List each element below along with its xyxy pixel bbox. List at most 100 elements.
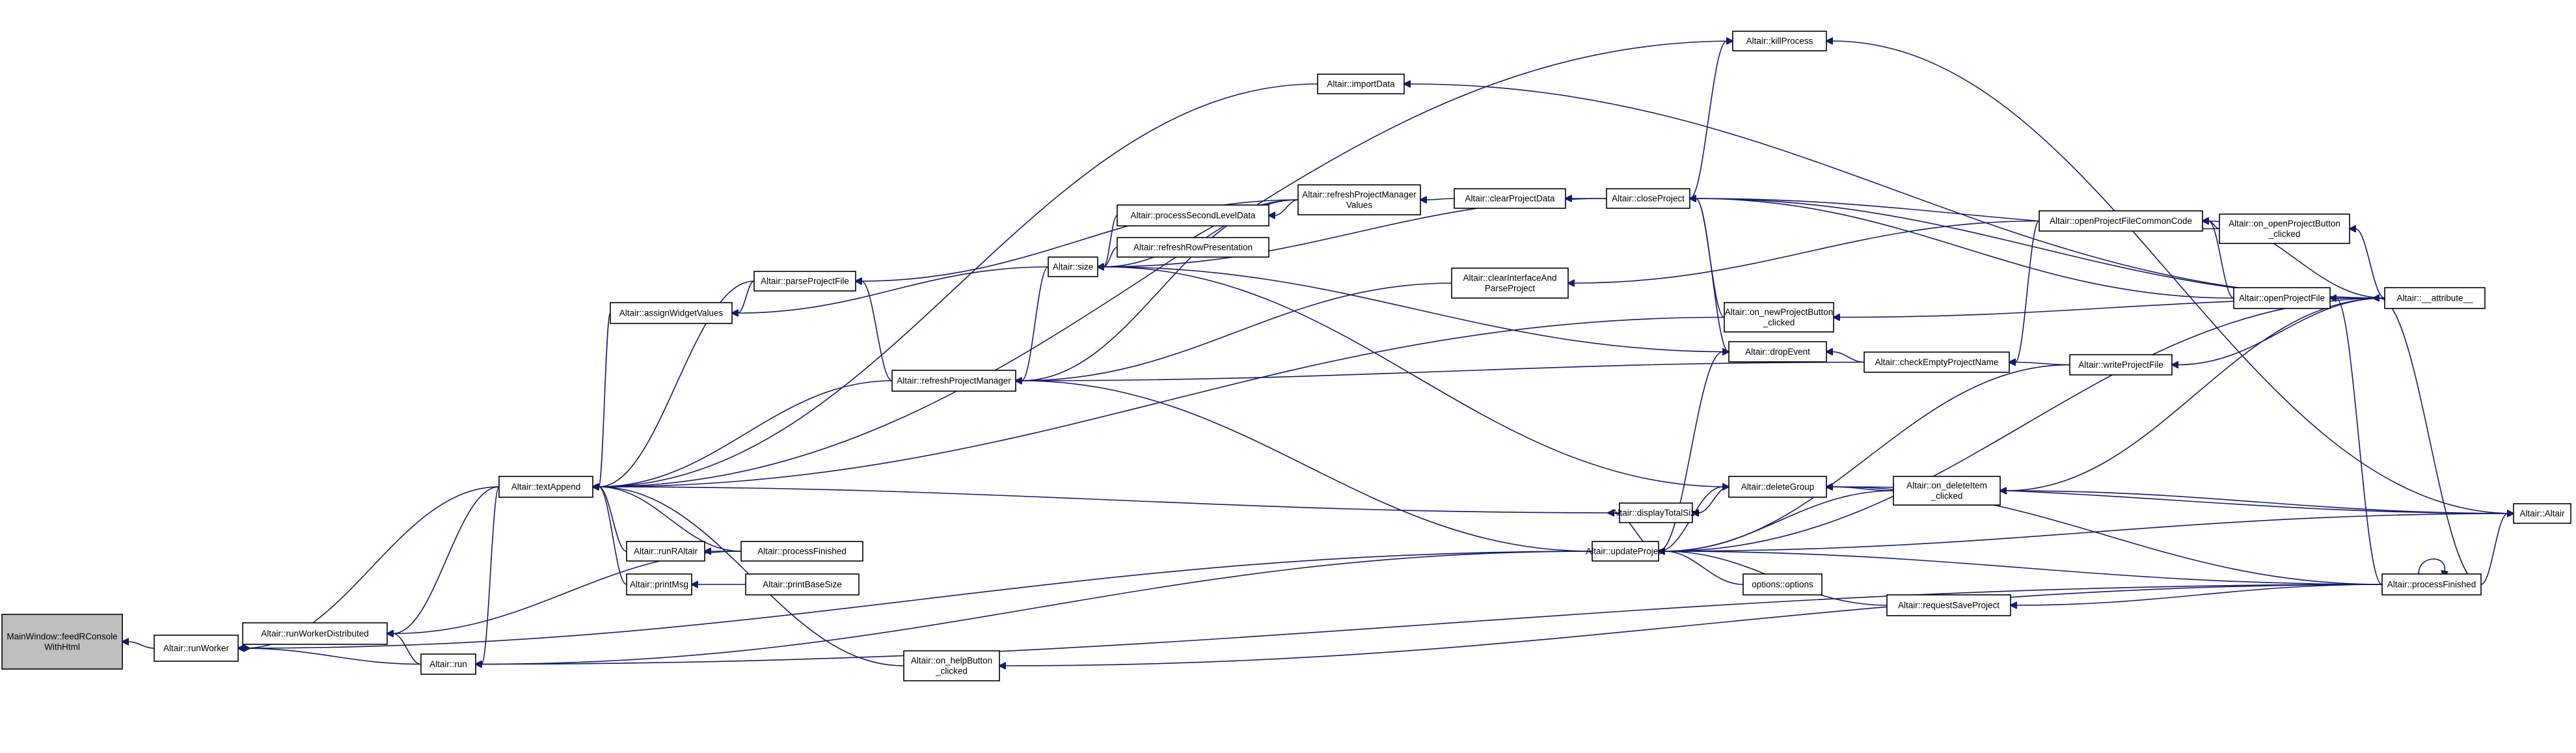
- node-label: MainWindow::feedRConsole: [7, 632, 117, 642]
- node-optionsOptions[interactable]: options::options: [1742, 573, 1823, 596]
- node-box: [2039, 210, 2203, 232]
- node-box: [1886, 594, 2011, 616]
- node-label: Altair::updateProject: [1586, 547, 1665, 556]
- node-attribute[interactable]: Altair::__attribute__: [2384, 287, 2486, 309]
- node-label: Values: [1346, 200, 1373, 210]
- node-label: Altair::run: [429, 659, 467, 669]
- edge-attribute-to-importData: [1410, 84, 2385, 299]
- node-label: Altair::closeProject: [1612, 194, 1685, 204]
- edge-optionsOptions-to-updateProject: [1664, 551, 1744, 585]
- edge-size-to-assignWidgetValues: [738, 266, 1049, 313]
- node-box: [2513, 503, 2571, 524]
- edge-writeProjectFile-to-updateProject: [1664, 364, 2070, 552]
- edge-parseProjectFile-to-textAppend: [599, 281, 755, 487]
- node-altairCtor[interactable]: Altair::Altair: [2513, 503, 2571, 524]
- edge-dropEvent-to-closeProject: [1696, 199, 1729, 353]
- node-label: Altair::deleteGroup: [1741, 482, 1815, 492]
- node-textAppend[interactable]: Altair::textAppend: [498, 476, 593, 498]
- node-box: [1728, 476, 1827, 498]
- node-onHelpButtonClicked[interactable]: Altair::on_helpButton_clicked: [903, 650, 1000, 681]
- node-label: Altair::processFinished: [757, 547, 847, 556]
- edge-refreshProjectManagerValues-to-refreshProjectManager: [1022, 199, 1299, 381]
- edge-processFinishedB-to-processFinishedB: [2418, 558, 2445, 574]
- node-label: Altair::clearProjectData: [1465, 194, 1555, 204]
- node-parseProjectFile[interactable]: Altair::parseProjectFile: [753, 271, 856, 292]
- node-box: [891, 370, 1016, 392]
- node-runWorkerDistributed[interactable]: Altair::runWorkerDistributed: [242, 622, 388, 645]
- node-dropEvent[interactable]: Altair::dropEvent: [1728, 341, 1827, 363]
- node-box: [1732, 31, 1827, 51]
- node-updateProject[interactable]: Altair::updateProject: [1586, 541, 1665, 562]
- node-processFinishedB[interactable]: Altair::processFinished: [2381, 573, 2482, 596]
- edge-attribute-to-updateProject: [1664, 297, 2385, 551]
- edge-processFinishedB-to-requestSaveProject: [2016, 584, 2383, 605]
- node-printBaseSize[interactable]: Altair::printBaseSize: [745, 573, 860, 596]
- node-processFinishedA[interactable]: Altair::processFinished: [740, 541, 863, 562]
- edge-onDeleteItemClicked-to-updateProject: [1664, 490, 1894, 551]
- node-box: [1117, 237, 1269, 258]
- node-box: [1117, 204, 1269, 226]
- node-box: [1451, 267, 1569, 299]
- edge-updateProject-to-dropEvent: [1658, 352, 1723, 552]
- node-refreshRowPresentation[interactable]: Altair::refreshRowPresentation: [1117, 237, 1269, 258]
- node-box: [1606, 188, 1690, 209]
- node-run[interactable]: Altair::run: [420, 653, 476, 675]
- node-label: Altair::writeProjectFile: [2078, 360, 2163, 370]
- node-printMsg[interactable]: Altair::printMsg: [626, 573, 692, 596]
- node-openProjectFileCommonCode[interactable]: Altair::openProjectFileCommonCode: [2039, 210, 2203, 232]
- edge-altairCtor-to-updateProject: [1664, 513, 2514, 551]
- node-deleteGroup[interactable]: Altair::deleteGroup: [1728, 476, 1827, 498]
- node-checkEmptyProjectName[interactable]: Altair::checkEmptyProjectName: [1864, 351, 2010, 373]
- node-box: [2219, 213, 2350, 244]
- node-box: [1, 614, 123, 670]
- edge-updateProject-to-runWorker: [244, 551, 1593, 648]
- edge-textAppend-to-run: [481, 486, 500, 664]
- node-openProjectFile[interactable]: Altair::openProjectFile: [2233, 287, 2331, 309]
- node-label: Altair::openProjectFileCommonCode: [2050, 216, 2192, 226]
- edge-processFinishedB-to-updateProject: [1664, 551, 2383, 585]
- node-label: ParseProject: [1485, 284, 1536, 294]
- node-box: [1893, 476, 2001, 506]
- node-runWorker[interactable]: Altair::runWorker: [154, 635, 239, 662]
- edge-dropEvent-to-size: [1104, 267, 1729, 353]
- node-closeProject[interactable]: Altair::closeProject: [1606, 188, 1690, 209]
- edge-run-to-runWorker: [244, 648, 422, 665]
- node-refreshProjectManager[interactable]: Altair::refreshProjectManager: [891, 370, 1016, 392]
- node-importData[interactable]: Altair::importData: [1317, 74, 1405, 94]
- node-box: [740, 541, 863, 562]
- node-box: [1619, 502, 1693, 523]
- node-clearProjectData[interactable]: Altair::clearProjectData: [1454, 188, 1566, 209]
- node-box: [626, 541, 705, 562]
- edge-clearInterfaceAndParseProject-to-refreshProjectManager: [1022, 282, 1452, 381]
- node-processSecondLevelData[interactable]: Altair::processSecondLevelData: [1117, 204, 1269, 226]
- edge-attribute-to-onOpenProjectButtonClicked: [2355, 229, 2385, 299]
- node-onDeleteItemClicked[interactable]: Altair::on_deleteItem_clicked: [1893, 476, 2001, 506]
- node-onNewProjectButtonClicked[interactable]: Altair::on_newProjectButton_clicked: [1724, 302, 1834, 333]
- node-label: Altair::openProjectFile: [2239, 294, 2325, 303]
- node-box: [498, 476, 593, 498]
- node-label: Altair::refreshProjectManager: [897, 376, 1011, 386]
- node-box: [154, 635, 239, 662]
- edge-killProcess-to-textAppend: [599, 40, 1733, 487]
- edge-processSecondLevelData-to-size: [1104, 215, 1118, 267]
- edge-displayTotalSize-to-textAppend: [599, 487, 1620, 513]
- edge-processFinishedB-to-run: [481, 584, 2383, 664]
- node-onOpenProjectButtonClicked[interactable]: Altair::on_openProjectButton_clicked: [2219, 213, 2350, 244]
- node-displayTotalSize[interactable]: Altair::displayTotalSize: [1612, 502, 1700, 523]
- node-requestSaveProject[interactable]: Altair::requestSaveProject: [1886, 594, 2011, 616]
- node-writeProjectFile[interactable]: Altair::writeProjectFile: [2069, 354, 2173, 376]
- node-box: [2381, 573, 2482, 596]
- node-size[interactable]: Altair::size: [1048, 256, 1098, 277]
- edge-size-to-refreshProjectManager: [1022, 266, 1049, 381]
- node-assignWidgetValues[interactable]: Altair::assignWidgetValues: [610, 302, 733, 324]
- node-label: Altair::displayTotalSize: [1612, 508, 1700, 518]
- node-runRAltair[interactable]: Altair::runRAltair: [626, 541, 705, 562]
- edge-altairCtor-to-onDeleteItemClicked: [2006, 491, 2514, 514]
- edge-importData-to-textAppend: [599, 83, 1318, 487]
- node-killProcess[interactable]: Altair::killProcess: [1732, 31, 1827, 51]
- node-box: [1728, 341, 1827, 363]
